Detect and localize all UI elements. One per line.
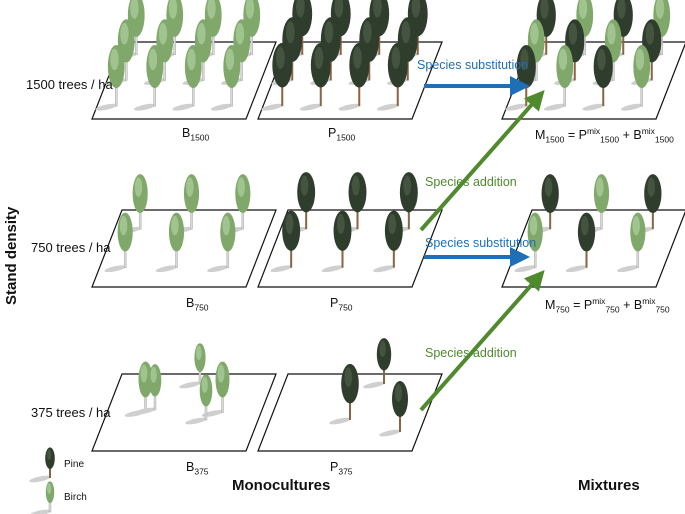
pine-tree	[505, 44, 536, 111]
addition-arrow-375	[419, 270, 545, 412]
birch-tree	[179, 343, 206, 389]
plot-label-P750: P750	[330, 296, 353, 313]
pine-tree	[29, 447, 55, 483]
plot-P1500	[257, 41, 443, 120]
birch-tree	[119, 174, 148, 234]
birch-tree	[95, 44, 125, 111]
pine-tree	[565, 212, 596, 273]
pine-tree	[582, 44, 613, 111]
mixture-label-750: M750 = Pmix750 + Bmix750	[545, 296, 670, 315]
pine-tree	[285, 172, 316, 234]
legend-birch-label: Birch	[64, 492, 87, 503]
plot-P375	[257, 373, 443, 452]
plot-label-B1500: B1500	[182, 126, 210, 143]
birch-tree	[155, 212, 185, 273]
birch-tree	[185, 374, 213, 425]
birch-tree	[210, 44, 241, 111]
birch-tree	[172, 44, 202, 111]
pine-tree	[338, 42, 370, 111]
addition-label-375: Species addition	[425, 346, 517, 360]
birch-tree	[543, 44, 574, 111]
pine-tree	[376, 42, 408, 111]
pine-tree	[270, 210, 301, 273]
birch-tree	[514, 212, 543, 273]
plot-label-B375: B375	[186, 460, 209, 477]
density-label-750: 750 trees / ha	[31, 240, 111, 255]
plot-B1500	[91, 41, 277, 120]
addition-arrow-750	[419, 90, 545, 232]
birch-tree	[207, 212, 236, 273]
density-label-1500: 1500 trees / ha	[26, 77, 113, 92]
plot-label-B750: B750	[186, 296, 209, 313]
plot-label-P1500: P1500	[328, 126, 356, 143]
pine-tree	[299, 42, 331, 111]
birch-tree	[133, 44, 164, 111]
monocultures-title: Monocultures	[232, 477, 331, 494]
pine-tree	[529, 174, 559, 234]
birch-tree	[29, 481, 55, 514]
pine-tree	[261, 42, 293, 111]
stand-density-axis-title: Stand density	[3, 206, 20, 305]
density-label-375: 375 trees / ha	[31, 405, 111, 420]
pine-tree	[363, 338, 392, 389]
substitution-label-1500: Species substitution	[417, 58, 529, 72]
plot-B750	[91, 209, 277, 288]
addition-label-750: Species addition	[425, 175, 517, 189]
pine-tree	[379, 381, 408, 437]
pine-tree	[329, 363, 359, 425]
legend-pine-label: Pine	[64, 459, 85, 470]
birch-tree	[201, 361, 230, 417]
birch-tree	[134, 364, 162, 415]
mixture-label-1500: M1500 = Pmix1500 + Bmix1500	[535, 126, 674, 145]
mixtures-title: Mixtures	[578, 477, 640, 494]
plot-P750	[257, 209, 443, 288]
substitution-label-750: Species substitution	[425, 236, 537, 250]
birch-tree	[617, 212, 646, 273]
birch-tree	[620, 44, 651, 111]
pine-tree	[373, 210, 403, 273]
birch-tree	[104, 212, 133, 273]
pine-tree	[321, 210, 352, 273]
plot-label-P375: P375	[330, 460, 353, 477]
